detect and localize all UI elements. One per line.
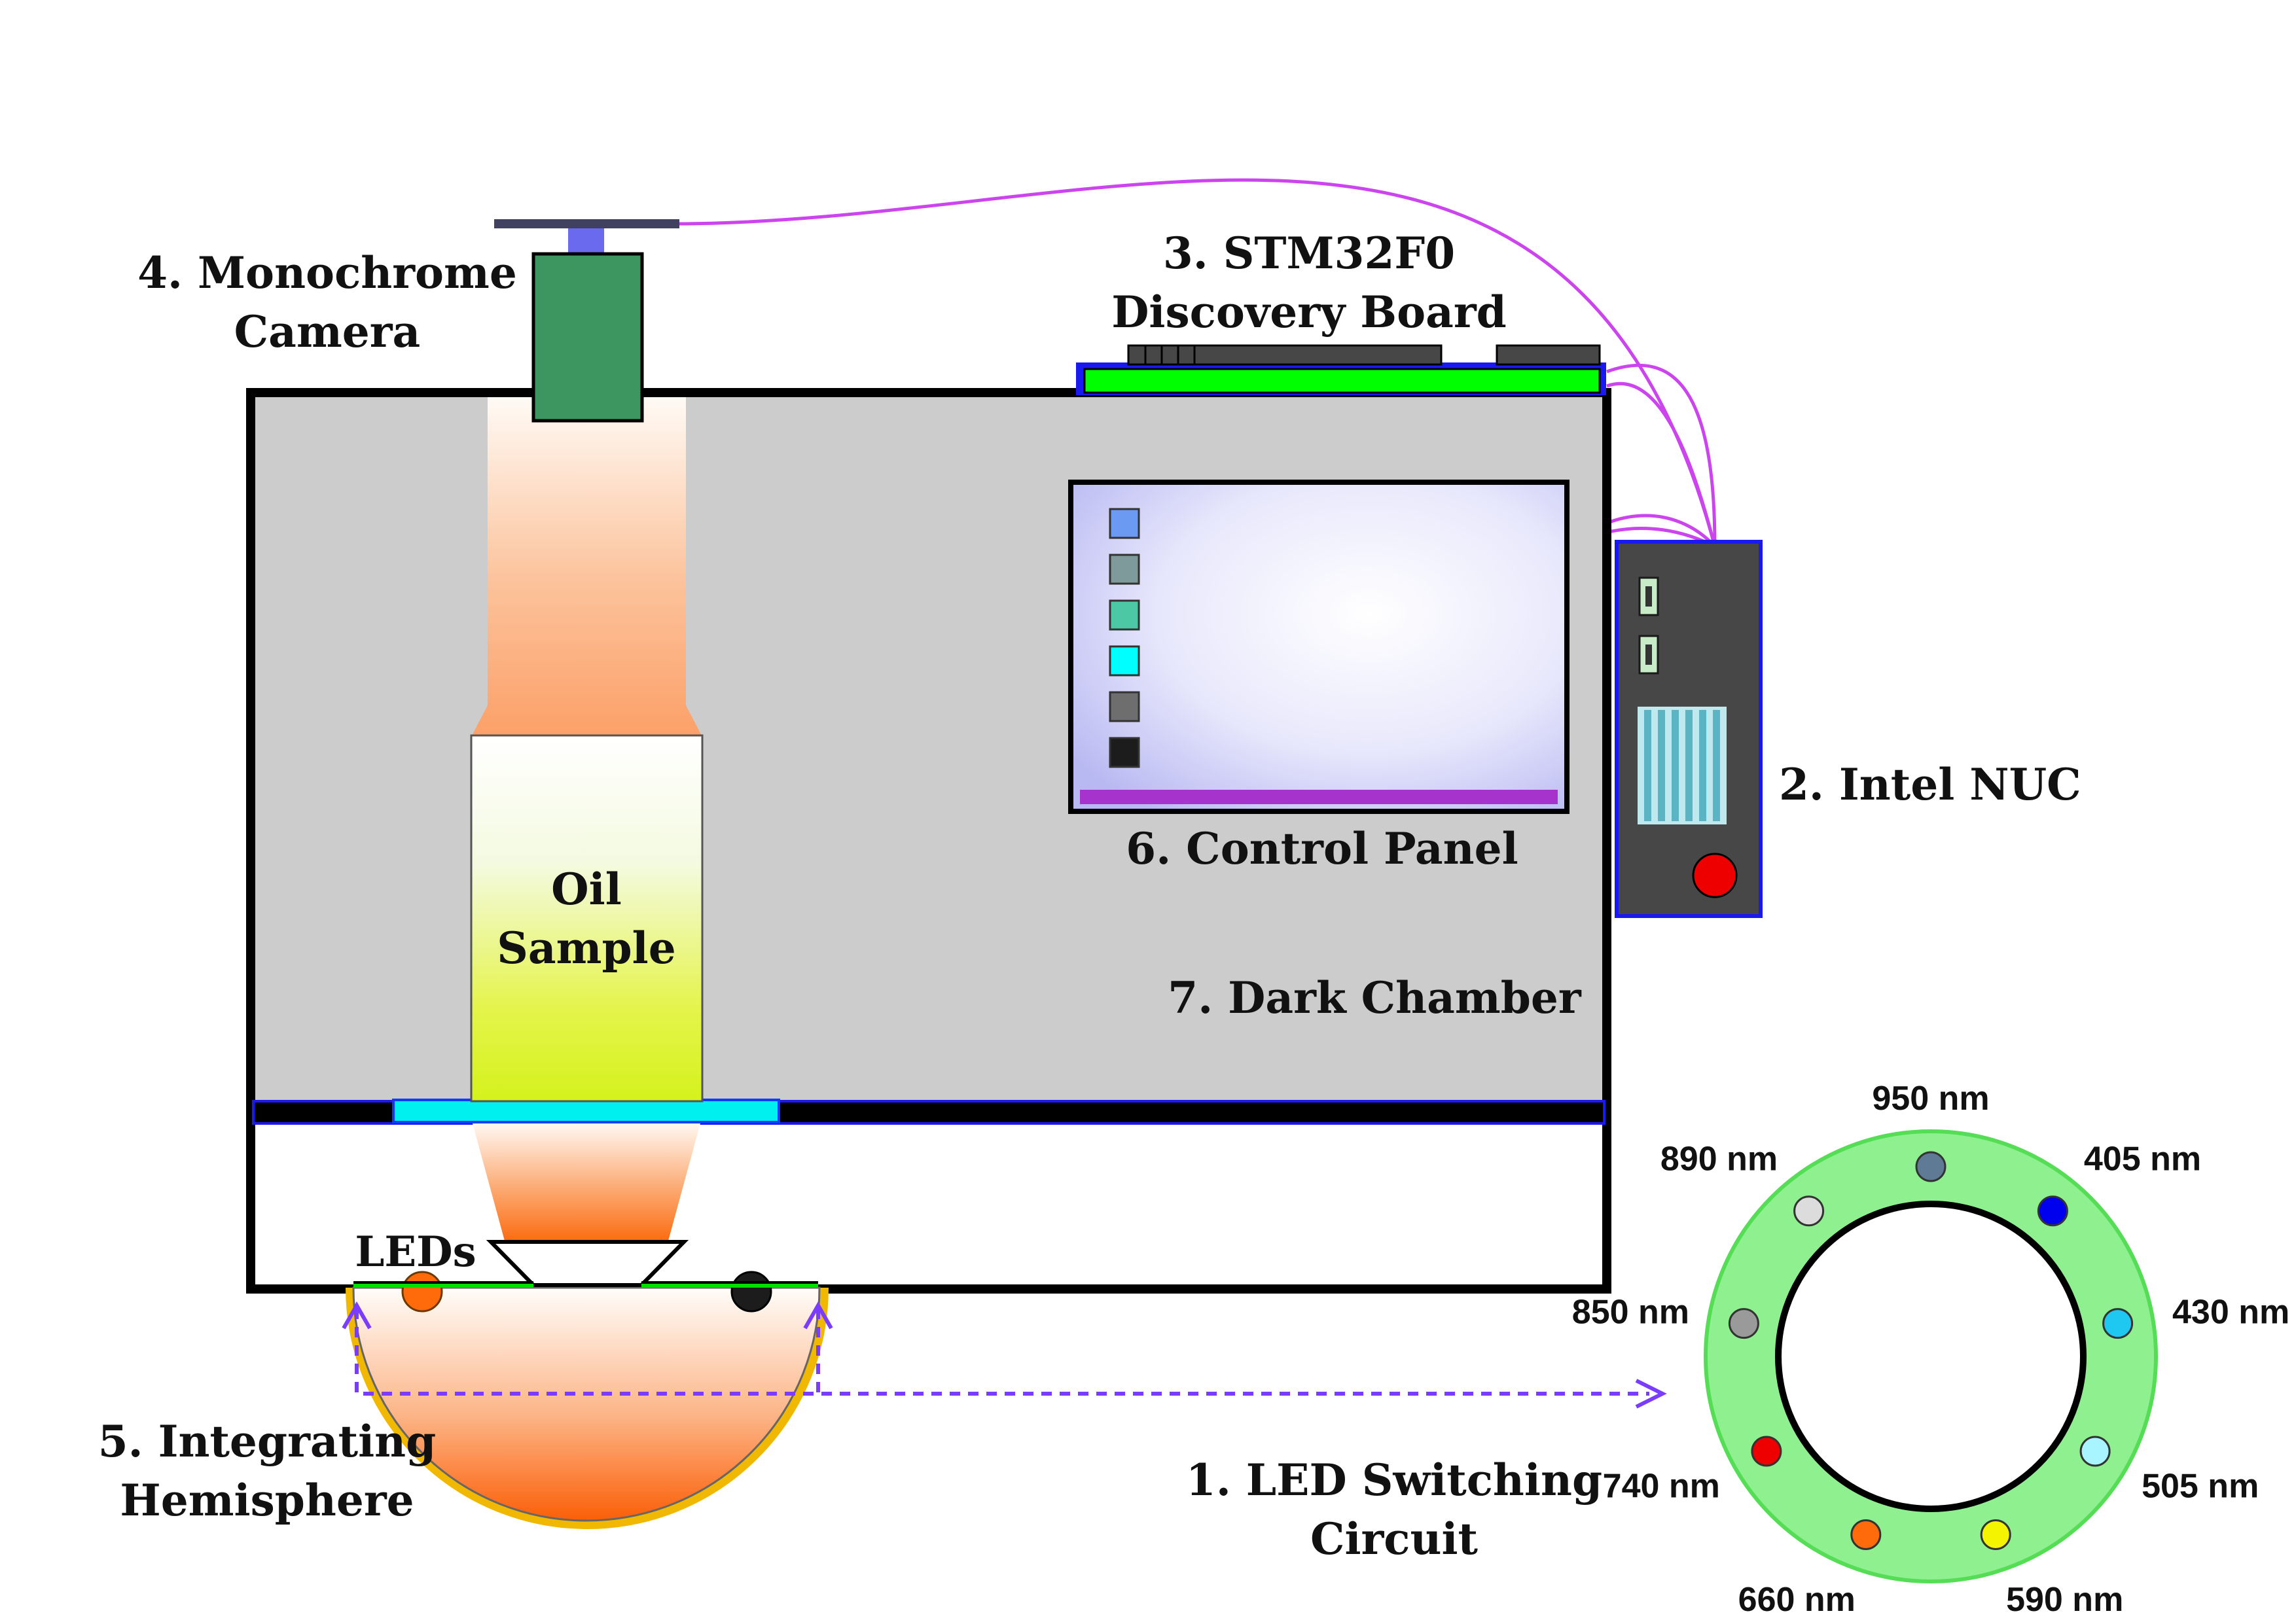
lower-light-beam bbox=[473, 1123, 700, 1243]
control-panel-label: 6. Control Panel bbox=[1126, 823, 1518, 874]
dark-chamber-label: 7. Dark Chamber bbox=[1168, 972, 1582, 1023]
panel-button bbox=[1109, 737, 1140, 768]
nuc-power-button bbox=[1692, 853, 1738, 898]
panel-button bbox=[1109, 554, 1140, 585]
panel-status-bar bbox=[1080, 790, 1558, 804]
control-panel-screen bbox=[1068, 480, 1570, 814]
panel-button bbox=[1109, 599, 1140, 631]
led-ring-emitters: 950 nm 405 nm 430 nm 505 nm 590 nm 660 nm 740 … bbox=[1572, 1080, 2289, 1619]
circuit-label-2: Circuit bbox=[1310, 1513, 1479, 1564]
ring-led bbox=[1980, 1519, 2011, 1550]
arrow-head-right bbox=[1635, 1379, 1667, 1409]
sample-glass bbox=[392, 1099, 780, 1123]
ring-led-wavelength: 660 nm bbox=[1738, 1581, 1856, 1619]
nuc-vent-slot bbox=[1644, 710, 1651, 821]
led-black bbox=[730, 1271, 772, 1313]
camera-body bbox=[531, 252, 644, 423]
nuc-vent-grille bbox=[1638, 707, 1727, 824]
board-header-pins bbox=[1127, 344, 1443, 366]
nuc-vent-slot bbox=[1713, 710, 1720, 821]
panel-button bbox=[1109, 645, 1140, 677]
ring-led bbox=[2037, 1195, 2068, 1227]
nuc-vent-panel bbox=[1638, 707, 1727, 824]
leds-label: LEDs bbox=[355, 1227, 476, 1277]
nuc-vent-slot bbox=[1658, 710, 1665, 821]
panel-button bbox=[1109, 508, 1140, 539]
ring-led bbox=[1793, 1195, 1825, 1227]
nuc-label: 2. Intel NUC bbox=[1779, 759, 2081, 810]
nuc-vent-slot bbox=[1685, 710, 1693, 821]
oil-sample-label: Oil bbox=[551, 864, 622, 915]
hemisphere-label: 5. Integrating bbox=[98, 1416, 437, 1467]
arrow-head-left bbox=[342, 1301, 372, 1330]
ring-led bbox=[2102, 1308, 2134, 1339]
led-ring-hole bbox=[1775, 1201, 2087, 1512]
camera-lens-connector bbox=[568, 228, 604, 254]
upper-light-beam bbox=[471, 397, 702, 737]
oil-sample-cuvette bbox=[470, 734, 704, 1103]
ring-led bbox=[1728, 1308, 1759, 1339]
circuit-label: 1. LED Switching bbox=[1186, 1455, 1602, 1506]
board-usb-connector bbox=[1496, 344, 1601, 366]
panel-button bbox=[1109, 691, 1140, 722]
ring-led bbox=[1751, 1436, 1782, 1467]
ring-led-wavelength: 740 nm bbox=[1603, 1468, 1720, 1506]
board-cable-lower bbox=[1606, 381, 1717, 547]
hemisphere-label-2: Hemisphere bbox=[120, 1475, 414, 1526]
nuc-vent-slot bbox=[1672, 710, 1679, 821]
camera-mount-bar bbox=[494, 219, 679, 228]
ring-led-wavelength: 890 nm bbox=[1660, 1140, 1778, 1178]
nuc-usb-port-1 bbox=[1638, 576, 1659, 616]
ring-led bbox=[2079, 1436, 2111, 1467]
nuc-usb-port-2-slot bbox=[1645, 644, 1652, 665]
oil-sample-label-2: Sample bbox=[497, 923, 675, 974]
led-orange bbox=[401, 1271, 443, 1313]
board-cable-upper bbox=[1606, 363, 1717, 547]
ring-led-wavelength: 505 nm bbox=[2142, 1468, 2259, 1506]
ring-led-wavelength: 850 nm bbox=[1572, 1293, 1689, 1331]
nuc-usb-port-1-slot bbox=[1645, 586, 1652, 607]
ring-led-wavelength: 430 nm bbox=[2172, 1293, 2289, 1331]
board-label-2: Discovery Board bbox=[1111, 287, 1507, 338]
integrating-hemisphere bbox=[352, 1286, 821, 1522]
camera-label: 4. Monochrome bbox=[137, 247, 517, 298]
ring-led-wavelength: 950 nm bbox=[1872, 1080, 1989, 1118]
discovery-board bbox=[1083, 368, 1601, 394]
ring-led-wavelength: 590 nm bbox=[2006, 1581, 2123, 1619]
ring-led bbox=[1915, 1151, 1946, 1182]
panel-button-column bbox=[1109, 508, 1140, 768]
integrating-hemisphere-rim bbox=[346, 1287, 829, 1529]
board-label: 3. STM32F0 bbox=[1163, 228, 1455, 279]
ring-led bbox=[1850, 1519, 1882, 1550]
arrow-head-mid bbox=[803, 1301, 833, 1330]
nuc-vent-slot bbox=[1699, 710, 1706, 821]
camera-usb-cable bbox=[677, 178, 1717, 547]
led-link-dotted bbox=[355, 1309, 1649, 1396]
camera-label-2: Camera bbox=[234, 306, 421, 357]
ring-led-wavelength: 405 nm bbox=[2084, 1140, 2201, 1178]
